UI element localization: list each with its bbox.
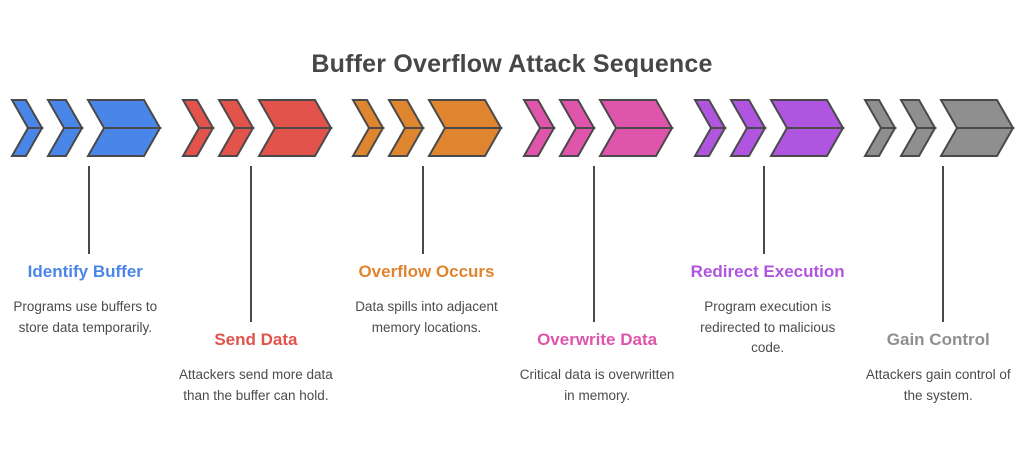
triple-chevron-right-icon [10, 98, 163, 160]
connector-line-3 [422, 166, 425, 254]
connector-line-2 [249, 166, 252, 322]
step-description: Critical data is overwritten in memory. [519, 366, 675, 403]
step-title: Redirect Execution [690, 262, 845, 281]
step-description: Program execution is redirected to malic… [700, 298, 836, 356]
step-title: Identify Buffer [27, 262, 143, 281]
triple-chevron-right-icon [522, 98, 674, 160]
connector-line-5 [763, 166, 766, 254]
connector-line-6 [941, 166, 944, 322]
step-description: Attackers gain control of the system. [865, 366, 1011, 403]
triple-chevron-right-icon [863, 98, 1015, 160]
step-title: Overwrite Data [537, 330, 658, 349]
triple-chevron-right-icon [181, 98, 333, 160]
triple-chevron-right-icon [351, 98, 504, 160]
page-title: Buffer Overflow Attack Sequence [311, 50, 713, 78]
connector-line-1 [88, 166, 90, 254]
step-description: Attackers send more data than the buffer… [178, 366, 333, 403]
triple-chevron-right-icon [692, 98, 845, 160]
step-description: Programs use buffers to store data tempo… [13, 298, 158, 335]
step-title: Gain Control [886, 330, 990, 349]
step-title: Send Data [214, 330, 298, 349]
connector-line-4 [592, 166, 595, 322]
step-description: Data spills into adjacent memory locatio… [355, 298, 498, 335]
step-title: Overflow Occurs [358, 262, 495, 281]
